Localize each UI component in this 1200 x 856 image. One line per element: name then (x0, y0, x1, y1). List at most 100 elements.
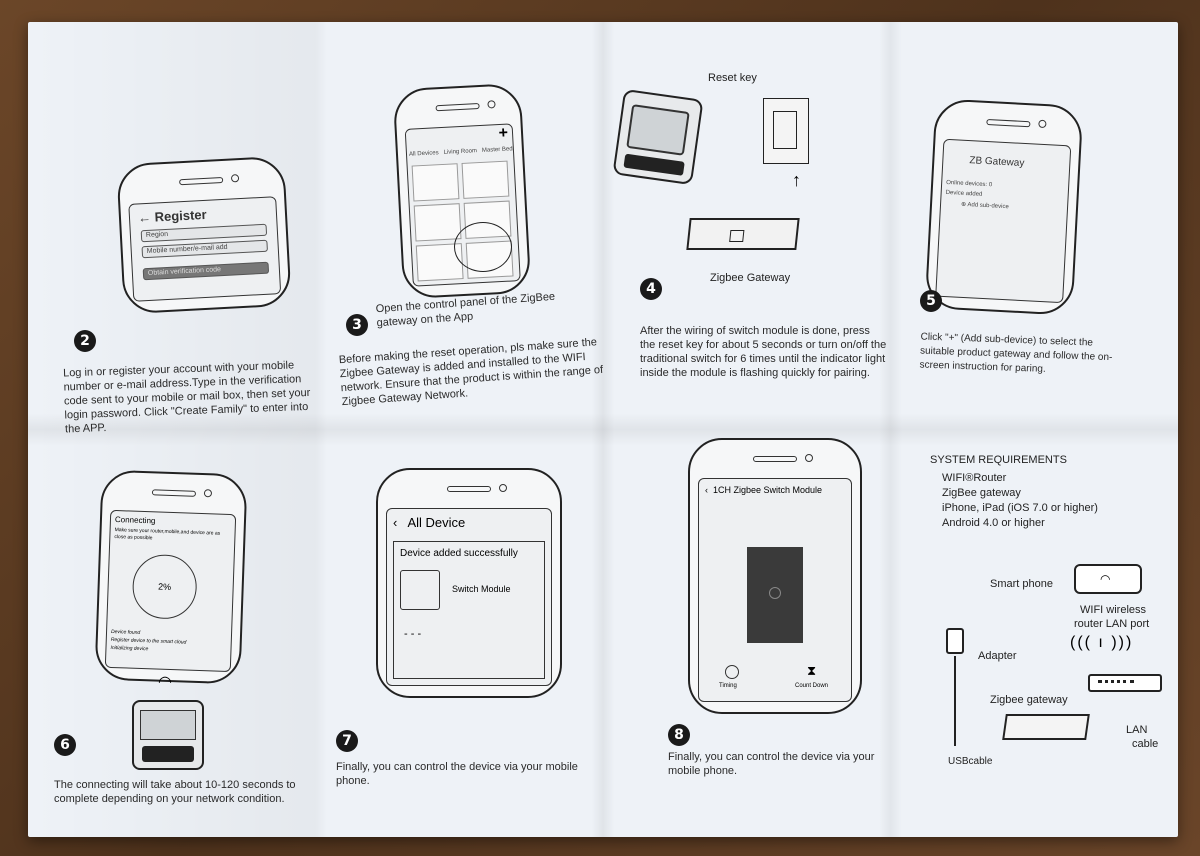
wall-switch (763, 98, 809, 164)
req-router: WIFI®Router (942, 472, 1007, 484)
req-ios: iPhone, iPad (iOS 7.0 or higher) (942, 502, 1098, 514)
success-card: Device added successfully Switch Module … (393, 541, 545, 679)
register-cloud: Register device to the smart cloud (110, 636, 187, 646)
usb-cable-line (954, 656, 956, 746)
step-7-text: Finally, you can control the device via … (336, 761, 578, 787)
bulb-icon (769, 587, 781, 599)
phone-all-device: ‹ All Device Device added successfully S… (376, 468, 562, 698)
switch-module-drawing (132, 700, 204, 770)
phone-camera (203, 489, 213, 498)
switch-rocker (773, 111, 797, 149)
step-number-7: 7 (336, 730, 358, 752)
req-android: Android 4.0 or higher (942, 517, 1045, 529)
router-lan-label: router LAN port (1074, 618, 1150, 630)
device-tile (411, 163, 460, 202)
step-4-text: After the wiring of switch module is don… (640, 325, 887, 379)
device-found: Device found (110, 628, 141, 636)
switch-module-label: Switch Module (452, 584, 511, 594)
usb-cable-label: USBcable (948, 756, 993, 767)
req-gateway: ZigBee gateway (942, 487, 1021, 499)
lan-label: LAN (1126, 724, 1148, 736)
phone-speaker (435, 102, 480, 112)
phone-camera (487, 100, 496, 109)
phone-gateway: ZB Gateway Online devices: 0 Device adde… (924, 98, 1084, 316)
smart-phone-label: Smart phone (990, 578, 1053, 590)
clock-icon (725, 665, 739, 679)
connecting-title: Connecting (114, 515, 156, 526)
step-3-text: Before making the reset operation, pls m… (338, 336, 604, 409)
switch-toggle (747, 547, 803, 643)
step-6-text: The connecting will take about 10-120 se… (54, 779, 296, 805)
connecting-subtitle: Make sure your router,mobile,and device … (114, 527, 221, 542)
zigbee-gateway-label: Zigbee gateway (990, 694, 1068, 706)
phone-camera (805, 454, 813, 462)
phone-speaker (447, 486, 491, 492)
sys-req-title: SYSTEM REQUIREMENTS (930, 454, 1067, 466)
router-drawing (1088, 674, 1162, 692)
mobile-field: Mobile number/e-mail add (141, 239, 268, 259)
phone-speaker (151, 489, 197, 497)
timing-label: Timing (719, 683, 737, 689)
wifi-signal-icon: ◠ (158, 674, 172, 691)
module-title: ‹ 1CH Zigbee Switch Module (705, 485, 823, 495)
online-devices: Online devices: 0 (946, 179, 993, 189)
module-front (626, 104, 690, 156)
gateway-port (729, 230, 745, 242)
module-front (140, 710, 196, 740)
instruction-sheet: ← Register Region Mobile number/e-mail a… (28, 22, 1178, 837)
dashes: - - - (404, 628, 422, 640)
phone-speaker (986, 118, 1031, 128)
step-number-8: 8 (668, 724, 690, 746)
phone-speaker (753, 456, 797, 462)
step-2-text: Log in or register your account with you… (62, 359, 311, 436)
router-leds (1098, 680, 1134, 686)
phone-camera (1038, 119, 1047, 129)
plus-icon: + (498, 124, 509, 142)
phone-screen: ‹ 1CH Zigbee Switch Module Timing ⧗ Coun… (698, 478, 852, 702)
adapter-drawing (946, 628, 964, 654)
device-tabs: All Devices Living Room Master Bedro (408, 146, 519, 158)
countdown-label: Count Down (795, 683, 829, 689)
device-thumbnail (400, 570, 440, 610)
phone-connecting: Connecting Make sure your router,mobile,… (94, 469, 248, 685)
phone-camera (499, 484, 507, 492)
module-terminals (142, 746, 194, 762)
adapter-label: Adapter (978, 650, 1017, 662)
step-number-6: 6 (54, 734, 76, 756)
zigbee-gateway-drawing (686, 218, 800, 250)
gateway-title: ZB Gateway (969, 155, 1025, 169)
gateway-drawing (1002, 714, 1090, 740)
zigbee-gateway-label: Zigbee Gateway (710, 272, 791, 284)
step-number-2: 2 (74, 330, 96, 352)
phone-screen: ‹ All Device Device added successfully S… (386, 508, 552, 686)
add-subdevice: ⊕ Add sub-device (960, 201, 1009, 211)
progress-circle: 2% (131, 553, 198, 620)
phone-register: ← Register Region Mobile number/e-mail a… (116, 155, 292, 315)
device-added: Device added (945, 189, 983, 198)
step-number-3: 3 (346, 314, 368, 336)
hourglass-icon: ⧗ (807, 663, 817, 678)
phone-speaker (179, 176, 224, 186)
phone-screen: ZB Gateway Online devices: 0 Device adde… (935, 138, 1072, 304)
device-tile (461, 160, 510, 199)
step-3-caption: Open the control panel of the ZigBee gat… (375, 290, 556, 330)
wifi-label: WIFI wireless (1080, 604, 1146, 616)
step-number-4: 4 (640, 278, 662, 300)
reset-key-label: Reset key (708, 72, 757, 84)
arrow-up-icon: ↑ (792, 170, 801, 190)
initializing: Initializing device (110, 644, 149, 653)
device-tile (413, 203, 462, 242)
cable-label: cable (1132, 738, 1159, 750)
region-field: Region (140, 223, 268, 243)
smartphone-drawing: ◠ (1074, 564, 1142, 594)
verification-button: Obtain verification code (142, 261, 270, 281)
switch-module-drawing (612, 88, 704, 186)
register-title: ← Register (137, 206, 207, 226)
phone-control-panel: + All Devices Living Room Master Bedro (392, 82, 532, 300)
wifi-waves-icon: ((( ı ))) (1070, 634, 1134, 651)
step-5-text: Click "+" (Add sub-device) to select the… (919, 331, 1113, 375)
success-text: Device added successfully (400, 548, 518, 559)
step-8-text: Finally, you can control the device via … (668, 751, 875, 777)
wifi-icon: ◠ (1100, 572, 1111, 586)
highlight-circle (454, 222, 512, 272)
